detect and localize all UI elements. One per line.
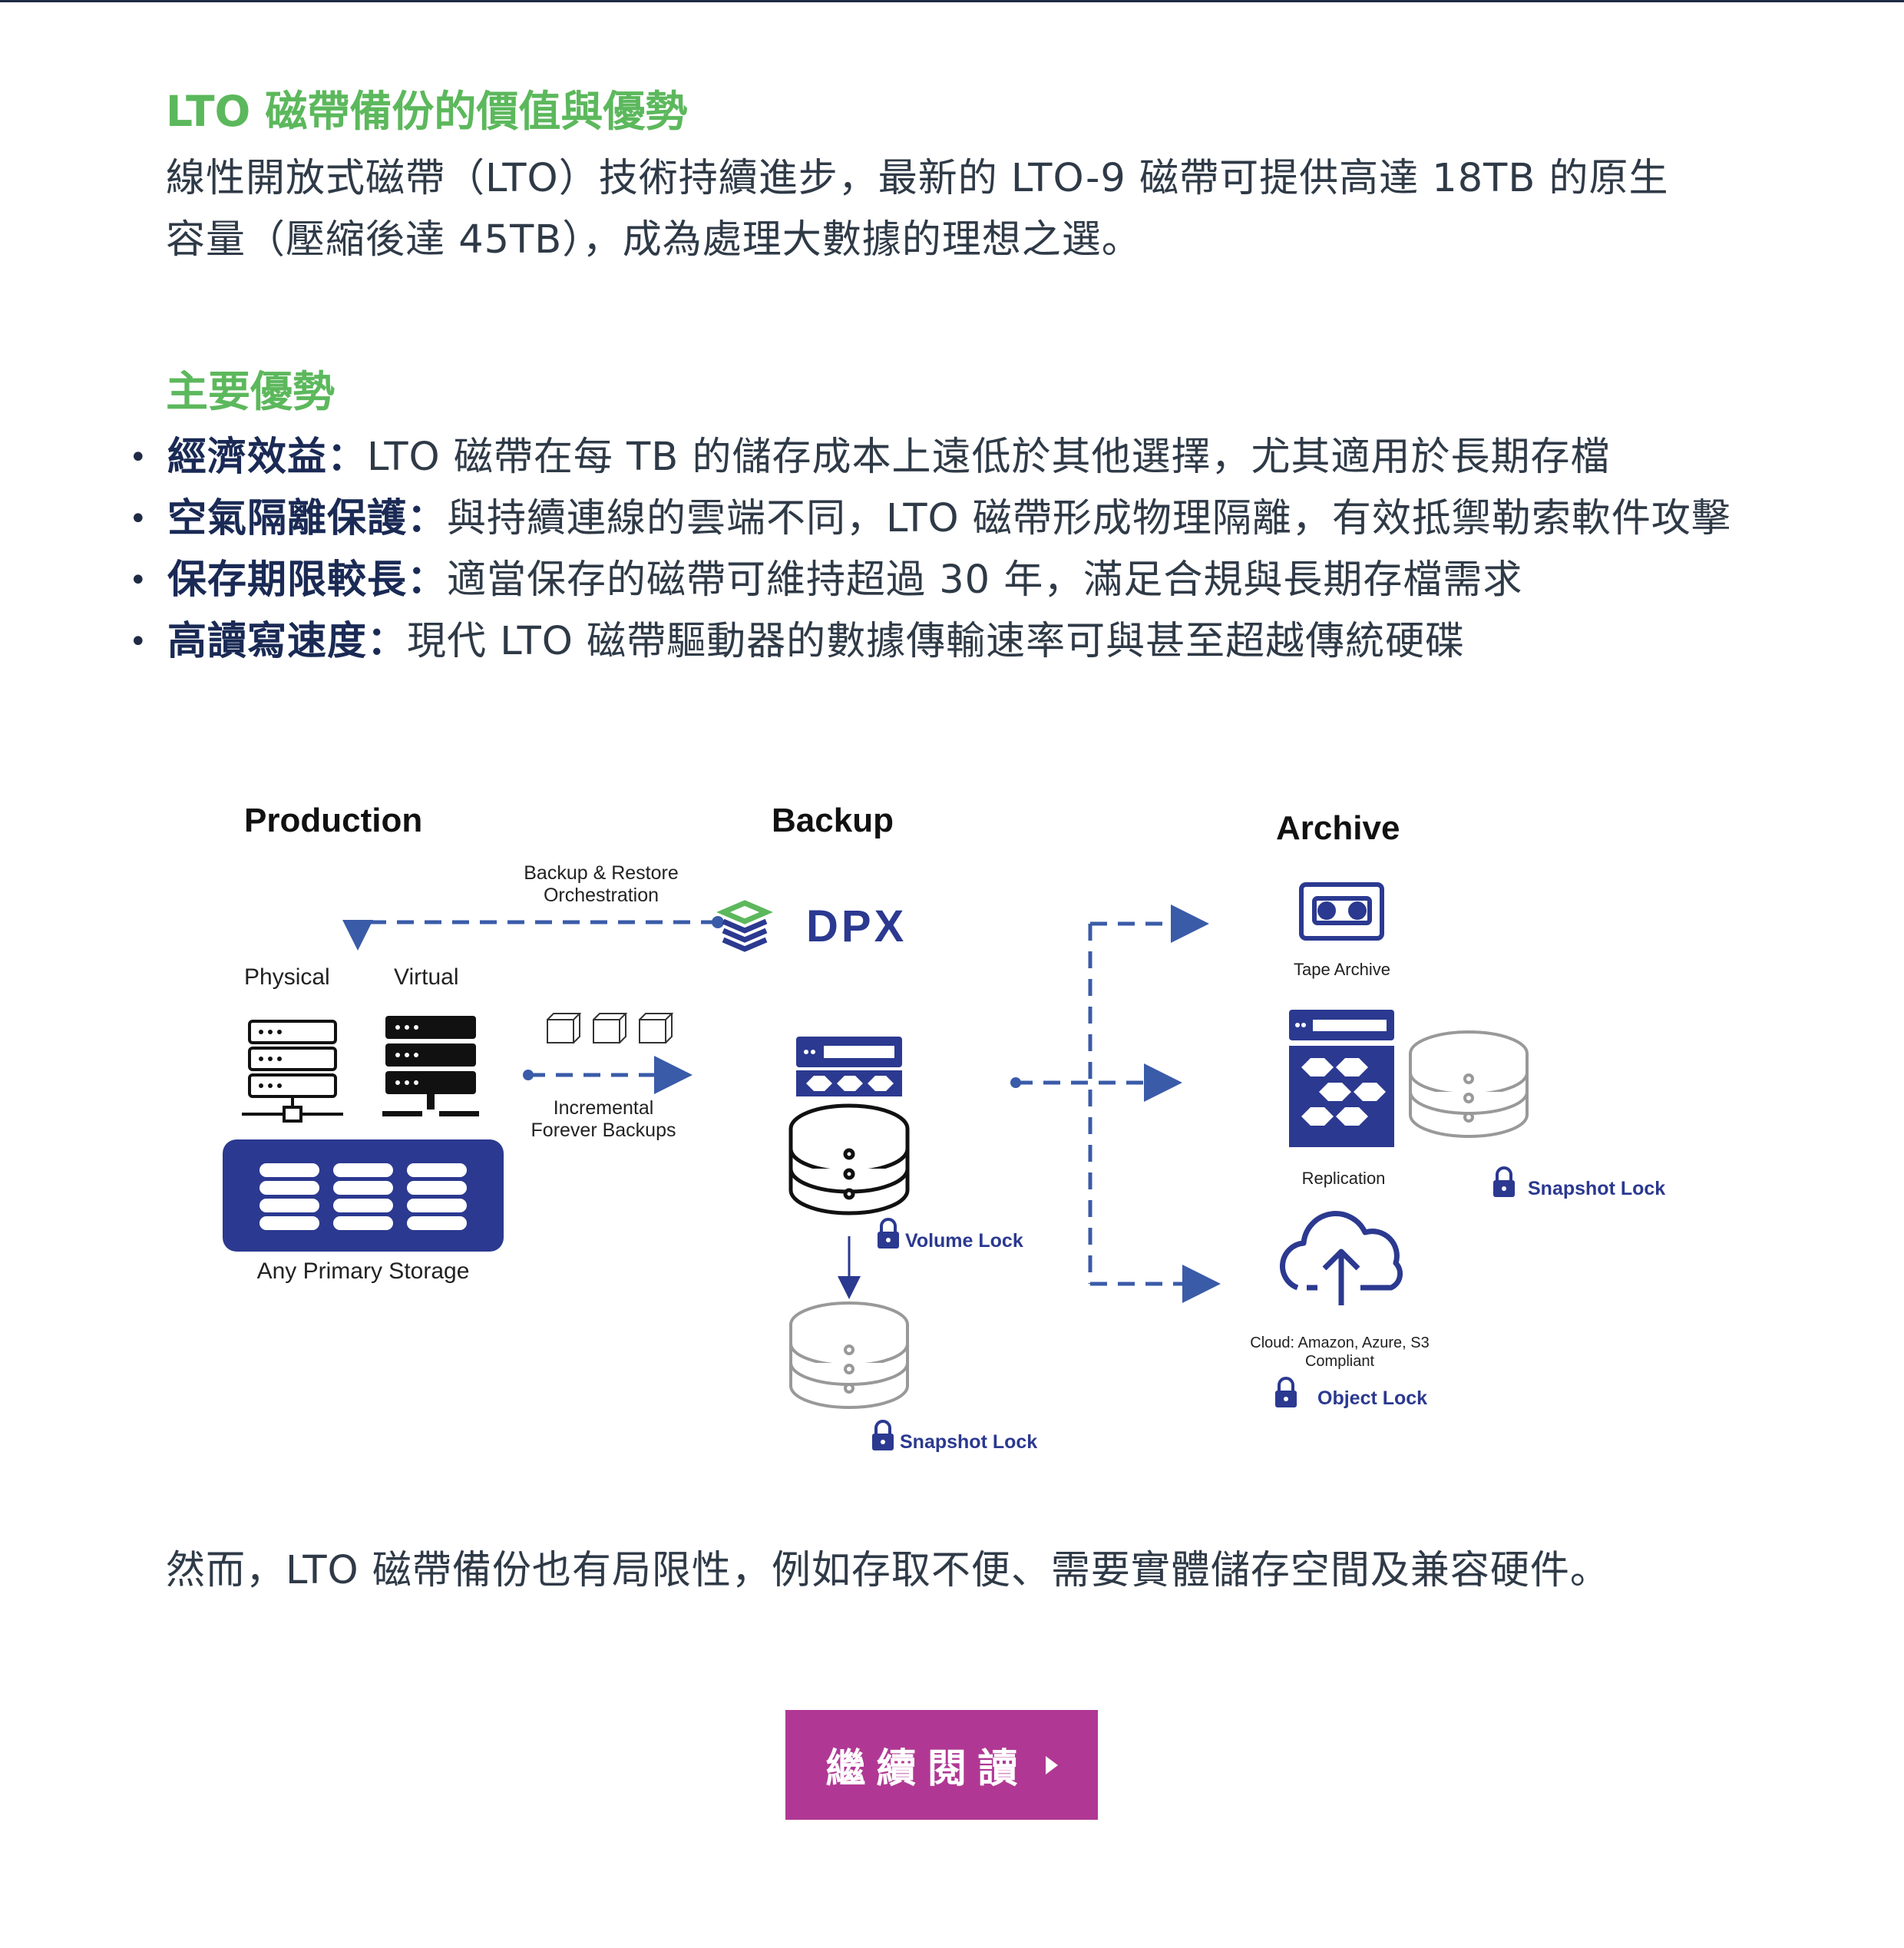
archive-database-icon	[1409, 1030, 1529, 1138]
bullet-term: 空氣隔離保護：	[167, 496, 448, 541]
bullet-text: 適當保存的磁帶可維持超過 30 年，滿足合規與長期存檔需求	[447, 557, 1523, 603]
bullet-term: 經濟效益：	[167, 435, 368, 480]
backup-database-icon	[788, 1103, 910, 1215]
continue-reading-button[interactable]: 繼續閱讀	[785, 1710, 1098, 1820]
bullet-text: LTO 磁帶在每 TB 的儲存成本上遠低於其他選擇，尤其適用於長期存檔	[367, 435, 1611, 480]
replication-server-icon	[1289, 1010, 1394, 1147]
tape-archive-label: Tape Archive	[1294, 960, 1390, 979]
data-blocks-icon	[547, 1013, 674, 1043]
bullet-text: 現代 LTO 磁帶驅動器的數據傳輸速率可與甚至超越傳統硬碟	[407, 619, 1466, 664]
cloud-upload-icon	[1280, 1211, 1403, 1305]
list-item: • 保存期限較長：適當保存的磁帶可維持超過 30 年，滿足合規與長期存檔需求	[129, 550, 1731, 611]
intro-line-1: 線性開放式磁帶（LTO）技術持續進步，最新的 LTO-9 磁帶可提供高達 18T…	[166, 156, 1669, 201]
bullet-term: 保存期限較長：	[167, 557, 448, 603]
orchestration-arrow	[342, 916, 724, 951]
primary-storage-label: Any Primary Storage	[257, 1258, 470, 1284]
cloud-label-line1: Cloud: Amazon, Azure, S3	[1250, 1334, 1429, 1351]
archive-title: Archive	[1276, 809, 1400, 847]
continue-reading-label: 繼續閱讀	[825, 1746, 1029, 1792]
dpx-logo: DPX	[716, 900, 907, 952]
volume-lock-label: Volume Lock	[905, 1230, 1023, 1252]
bullet-icon: •	[129, 624, 148, 660]
bullet-icon: •	[129, 563, 148, 598]
object-lock-icon	[1275, 1377, 1297, 1407]
object-lock-label: Object Lock	[1317, 1387, 1427, 1409]
database-icon	[333, 1163, 393, 1230]
cloud-label-line2: Compliant	[1305, 1353, 1374, 1370]
bullet-icon: •	[129, 501, 148, 537]
bullet-icon: •	[129, 440, 148, 475]
orchestration-label-line1: Backup & Restore	[524, 862, 679, 884]
bullet-term: 高讀寫速度：	[167, 619, 408, 664]
backup-title: Backup	[772, 802, 894, 839]
snapshot-lock-icon	[872, 1420, 894, 1450]
physical-server-icon	[242, 1020, 343, 1123]
volume-lock-icon	[878, 1218, 899, 1249]
section-heading-value: LTO 磁帶備份的價值與優勢	[166, 87, 688, 136]
physical-label: Physical	[244, 964, 330, 990]
virtual-server-icon	[382, 1016, 479, 1116]
incremental-label-line2: Forever Backups	[531, 1120, 676, 1141]
snapshot-lock-icon	[1493, 1166, 1515, 1197]
section-heading-advantages: 主要優勢	[166, 367, 336, 416]
snapshot-lock-archive-label: Snapshot Lock	[1528, 1178, 1665, 1199]
advantages-list: • 經濟效益：LTO 磁帶在每 TB 的儲存成本上遠低於其他選擇，尤其適用於長期存…	[129, 427, 1731, 673]
database-icon	[407, 1163, 467, 1230]
list-item: • 空氣隔離保護：與持續連線的雲端不同，LTO 磁帶形成物理隔離，有效抵禦勒索軟件…	[129, 488, 1731, 550]
top-divider	[0, 0, 1904, 2]
primary-storage-box	[223, 1139, 504, 1252]
intro-line-2: 容量（壓縮後達 45TB），成為處理大數據的理想之選。	[166, 217, 1142, 263]
snapshot-lock-backup-label: Snapshot Lock	[900, 1431, 1037, 1453]
dpx-architecture-diagram: Production Backup Archive Backup & Resto…	[223, 802, 1665, 1453]
incremental-arrow	[523, 1056, 693, 1094]
incremental-label-line1: Incremental	[554, 1097, 654, 1119]
dpx-logo-icon	[716, 900, 773, 952]
caret-right-icon	[1045, 1755, 1058, 1774]
list-item: • 高讀寫速度：現代 LTO 磁帶驅動器的數據傳輸速率可與甚至超越傳統硬碟	[129, 611, 1731, 673]
tape-archive-icon	[1299, 882, 1384, 941]
production-title: Production	[244, 802, 422, 839]
bullet-text: 與持續連線的雲端不同，LTO 磁帶形成物理隔離，有效抵禦勒索軟件攻擊	[447, 496, 1731, 541]
closing-paragraph: 然而，LTO 磁帶備份也有局限性，例如存取不便、需要實體儲存空間及兼容硬件。	[166, 1548, 1610, 1593]
archive-branch-arrows	[1010, 905, 1221, 1303]
orchestration-label-line2: Orchestration	[544, 885, 659, 906]
snapshot-database-icon	[789, 1301, 909, 1409]
replication-label: Replication	[1302, 1169, 1386, 1188]
database-icon	[259, 1163, 319, 1230]
list-item: • 經濟效益：LTO 磁帶在每 TB 的儲存成本上遠低於其他選擇，尤其適用於長期存…	[129, 427, 1731, 488]
virtual-label: Virtual	[394, 964, 459, 990]
dpx-logo-text: DPX	[806, 901, 907, 951]
intro-paragraph: 線性開放式磁帶（LTO）技術持續進步，最新的 LTO-9 磁帶可提供高達 18T…	[166, 148, 1669, 271]
backup-server-icon	[796, 1037, 902, 1096]
